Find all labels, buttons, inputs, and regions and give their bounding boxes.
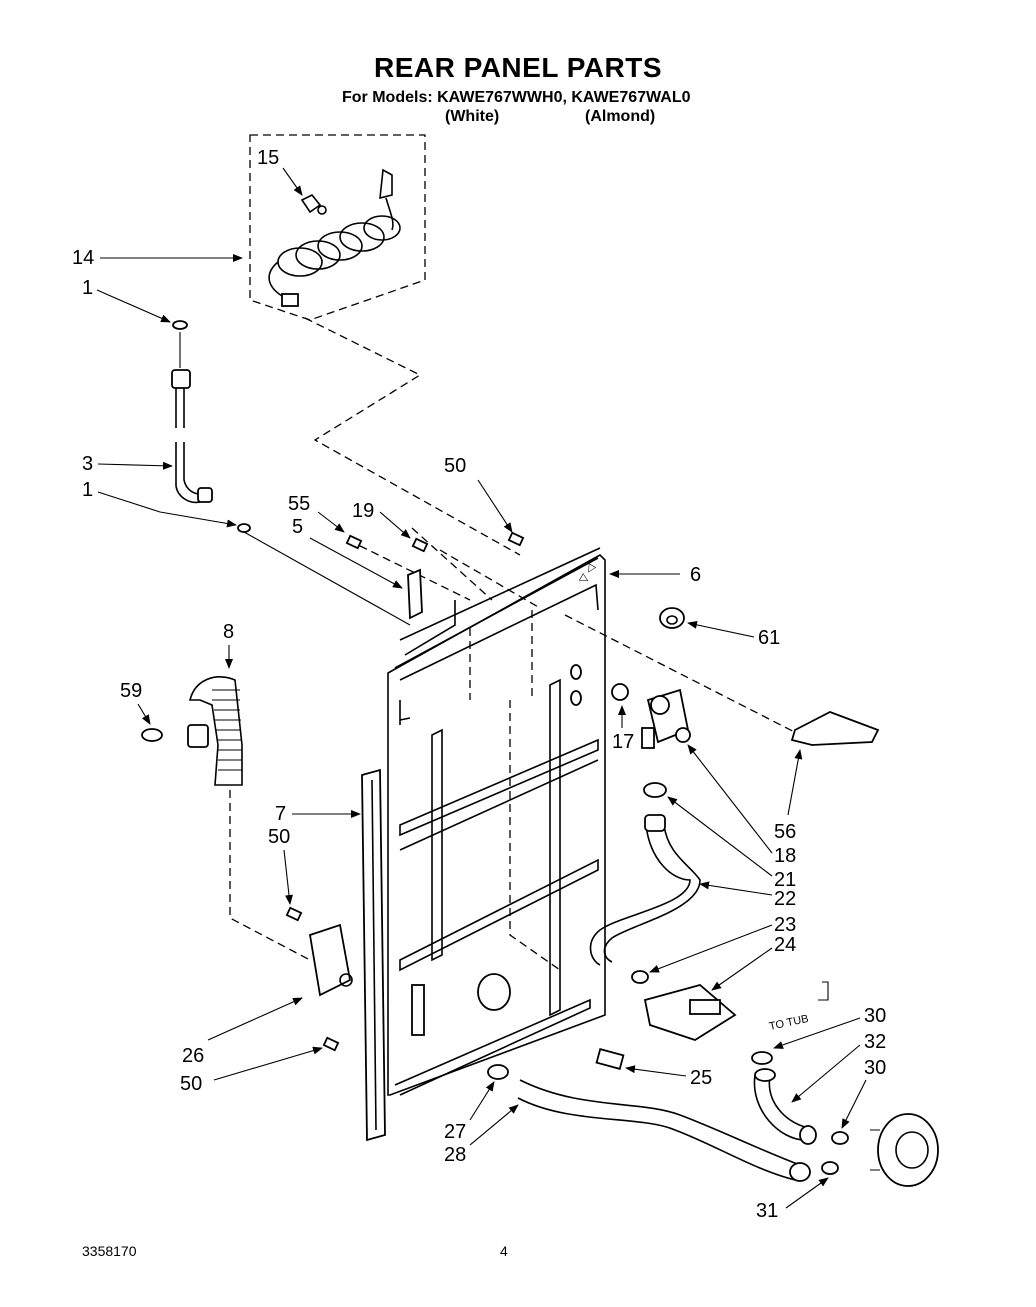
callout-24: 24 — [774, 934, 796, 956]
callout-61: 61 — [758, 627, 780, 649]
callout-27: 27 — [444, 1121, 466, 1143]
power-cord-box — [249, 134, 426, 321]
alignment-lines — [229, 527, 821, 971]
clip-bracket — [407, 568, 423, 620]
to-tub-bracket — [818, 981, 829, 1001]
callout-22: 22 — [774, 888, 796, 910]
callout-21: 21 — [774, 869, 796, 891]
cord-route-line — [304, 317, 521, 556]
inlet-hose-assembly — [171, 320, 251, 533]
callout-56: 56 — [774, 821, 796, 843]
callout-7: 7 — [275, 803, 286, 825]
callout-59: 59 — [120, 680, 142, 702]
callout-1-top: 1 — [82, 277, 93, 299]
pump-assembly — [487, 970, 939, 1187]
callout-14: 14 — [72, 247, 94, 269]
color-almond-label: (Almond) — [585, 108, 656, 125]
callout-8: 8 — [223, 621, 234, 643]
grommet — [659, 607, 685, 629]
hose-clamp — [643, 782, 667, 798]
callout-3: 3 — [82, 453, 93, 475]
page-title: REAR PANEL PARTS — [373, 52, 663, 83]
callout-26: 26 — [182, 1045, 204, 1067]
callout-50-mid: 50 — [268, 826, 290, 848]
callout-25: 25 — [690, 1067, 712, 1089]
callout-18: 18 — [774, 845, 796, 867]
callout-6: 6 — [690, 564, 701, 586]
fill-hose — [589, 824, 701, 966]
callout-50-top: 50 — [444, 455, 466, 477]
drain-hose — [141, 676, 243, 786]
callout-19: 19 — [352, 500, 374, 522]
callout-28: 28 — [444, 1144, 466, 1166]
callout-5: 5 — [292, 516, 303, 538]
callout-15: 15 — [257, 147, 279, 169]
callout-50-bottom: 50 — [180, 1073, 202, 1095]
callout-31: 31 — [756, 1200, 778, 1222]
callout-30-bottom: 30 — [864, 1057, 886, 1079]
models-subtitle: For Models: KAWE767WWH0, KAWE767WAL0 — [342, 89, 691, 106]
callout-55: 55 — [288, 493, 310, 515]
page-number: 4 — [500, 1243, 508, 1259]
inlet-route-line — [243, 531, 411, 626]
mounting-bracket — [790, 711, 880, 746]
callout-17: 17 — [612, 731, 634, 753]
callouts: 15 14 1 3 1 50 55 5 19 6 61 8 59 — [72, 147, 886, 1222]
screws — [285, 531, 525, 1052]
document-number: 3358170 — [82, 1243, 137, 1259]
drain-connector — [308, 923, 352, 997]
callout-32: 32 — [864, 1031, 886, 1053]
callout-1-bottom: 1 — [82, 479, 93, 501]
rear-panel: ▽ ◁ — [387, 547, 606, 1096]
to-tub-label: TO TUB — [768, 1013, 810, 1033]
color-white-label: (White) — [445, 108, 500, 125]
callout-30-top: 30 — [864, 1005, 886, 1027]
callout-23: 23 — [774, 914, 796, 936]
water-valve — [611, 683, 691, 749]
